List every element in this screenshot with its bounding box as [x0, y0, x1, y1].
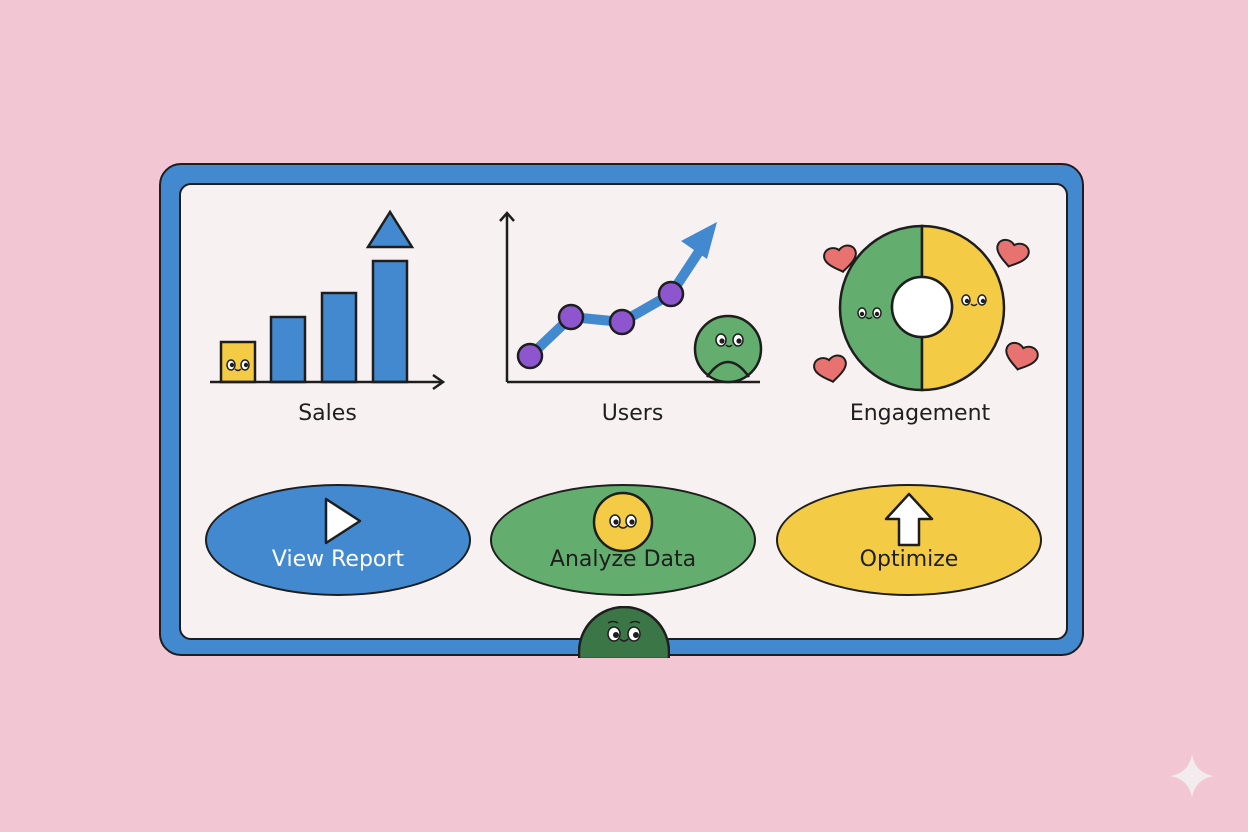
face-icon — [961, 294, 987, 307]
analyze-data-button[interactable]: Analyze Data — [490, 484, 756, 596]
heart-icon — [823, 244, 857, 274]
analyze-data-label: Analyze Data — [549, 547, 697, 572]
data-point — [557, 303, 585, 331]
sales-bar-1 — [219, 340, 257, 384]
users-widget[interactable]: Users — [495, 205, 770, 435]
data-point — [657, 280, 685, 308]
data-point — [516, 342, 544, 370]
sales-bar-2 — [269, 315, 307, 384]
smiley-face-icon — [592, 491, 654, 553]
engagement-widget[interactable]: Engagement — [800, 205, 1050, 435]
sales-widget[interactable]: Sales — [205, 205, 450, 435]
engagement-label: Engagement — [849, 401, 991, 426]
users-line-chart — [499, 211, 763, 384]
sales-bar-4 — [371, 259, 409, 384]
optimize-button[interactable]: Optimize — [776, 484, 1042, 596]
heart-icon — [996, 238, 1030, 268]
sales-label: Sales — [298, 401, 357, 426]
heart-icon — [813, 354, 847, 384]
trend-arrow-icon — [681, 222, 717, 259]
sales-bar-3 — [320, 291, 358, 384]
sad-face-icon — [693, 314, 763, 384]
mascot-face-icon — [578, 606, 670, 658]
play-icon — [324, 497, 362, 545]
optimize-label: Optimize — [859, 547, 959, 572]
view-report-label: View Report — [271, 547, 405, 572]
sales-bar-chart — [210, 209, 446, 391]
data-point — [608, 308, 636, 336]
up-triangle-icon — [365, 209, 415, 249]
engagement-donut-chart — [813, 224, 1039, 392]
sparkle-icon — [1170, 754, 1214, 798]
face-icon — [857, 307, 882, 320]
view-report-button[interactable]: View Report — [205, 484, 471, 596]
heart-icon — [1005, 341, 1039, 371]
arrow-up-icon — [884, 492, 934, 547]
face-icon — [226, 359, 250, 372]
users-label: Users — [601, 401, 664, 426]
